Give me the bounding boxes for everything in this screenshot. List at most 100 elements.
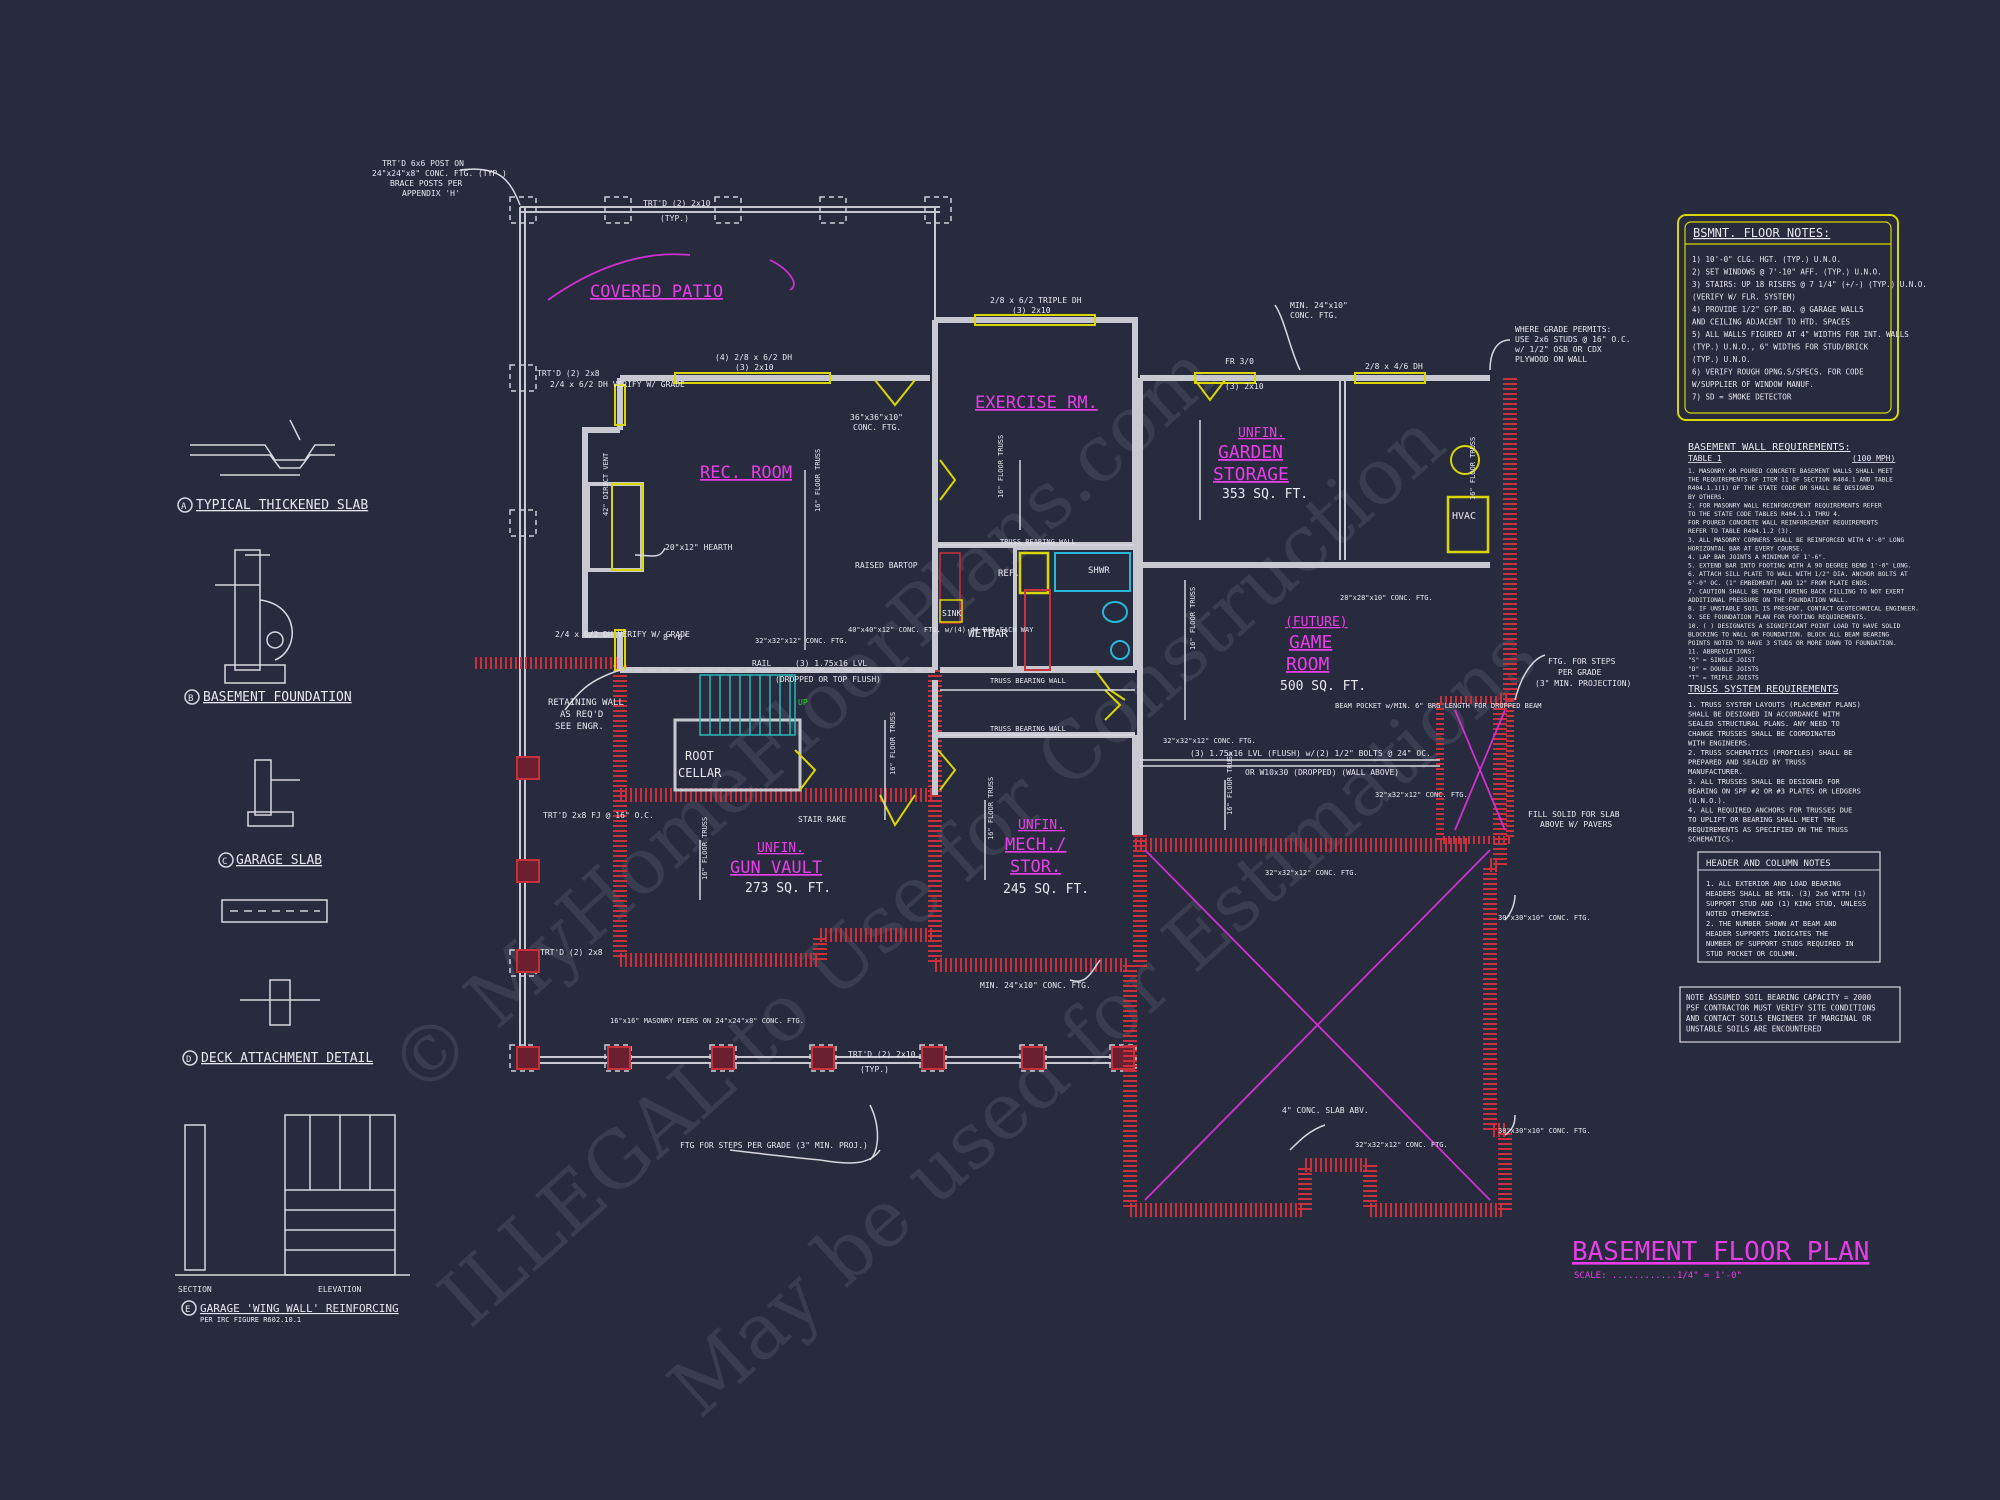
wall-items-line: ADDITIONAL PRESSURE ON THE FOUNDATION WA… <box>1688 597 1848 604</box>
note-typ-top: (TYP.) <box>660 214 689 223</box>
truss-req-items: 1. TRUSS SYSTEM LAYOUTS (PLACEMENT PLANS… <box>1688 701 1861 843</box>
note-fill-a: FILL SOLID FOR SLAB <box>1528 810 1620 819</box>
stairs <box>699 674 796 736</box>
leader-lines <box>459 168 1546 1164</box>
wall-items-line: 7. CAUTION SHALL BE TAKEN DURING BACK FI… <box>1688 588 1904 595</box>
header-items-line: 2. THE NUMBER SHOWN AT BEAM AND <box>1706 920 1837 928</box>
header-items-line: NUMBER OF SUPPORT STUDS REQUIRED IN <box>1706 940 1854 948</box>
note-steps-proj: FTG FOR STEPS PER GRADE (3" MIN. PROJ.) <box>680 1141 868 1150</box>
note-floor-truss-8: 16" FLOOR TRUSS <box>1469 437 1477 500</box>
header-items-line: HEADERS SHALL BE MIN. (3) 2x6 WITH (1) <box>1706 890 1866 898</box>
note-vent: 42" DIRECT VENT <box>602 452 610 516</box>
note-trtd-fj: TRT'D 2x8 FJ @ 16" O.C. <box>543 811 654 820</box>
note-ftg28: 28"x28"x10" CONC. FTG. <box>1340 594 1433 602</box>
truss-items-line: 1. TRUSS SYSTEM LAYOUTS (PLACEMENT PLANS… <box>1688 701 1861 709</box>
room-mech-unfin: UNFIN. <box>1018 818 1065 833</box>
note-garage-c: w/ 1/2" OSB OR CDX <box>1515 345 1602 354</box>
note-up: UP <box>798 698 808 707</box>
notes-items-line: 6) VERIFY ROUGH OPNG.S/SPECS. FOR CODE <box>1692 368 1864 377</box>
notes-items-line: (VERIFY W/ FLR. SYSTEM) <box>1692 293 1796 302</box>
detail-e-letter: E <box>185 1305 190 1315</box>
note-min-ftg-a: MIN. 24"x10" <box>1290 301 1348 310</box>
note-dim-8: 8'-0" <box>663 633 687 642</box>
wall-items-line: FOR POURED CONCRETE WALL REINFORCEMENT R… <box>1688 520 1878 527</box>
notes-items-line: W/SUPPLIER OF WINDOW MANUF. <box>1692 380 1814 389</box>
doors <box>794 379 1226 827</box>
truss-items-line: SHALL BE DESIGNED IN ACCORDANCE WITH <box>1688 711 1840 719</box>
wall-items-line: 9. SEE FOUNDATION PLAN FOR FOOTING REQUI… <box>1688 614 1867 621</box>
room-game: GAME <box>1289 632 1332 653</box>
room-storage: STORAGE <box>1213 464 1289 485</box>
note-beam-bottom: TRT'D (2) 2x10 <box>848 1050 916 1059</box>
room-wetbar: WETBAR <box>968 627 1008 640</box>
header-notes-items: 1. ALL EXTERIOR AND LOAD BEARING HEADERS … <box>1706 880 1866 958</box>
truss-items-line: TO UPLIFT OR BEARING SHALL MEET THE <box>1688 816 1836 824</box>
room-room: ROOM <box>1286 654 1330 675</box>
drawing-scale-text: SCALE: ............1/4" = 1'-0" <box>1574 1271 1742 1281</box>
detail-b-bubble <box>184 689 200 705</box>
note-min-ftg2: MIN. 24"x10" CONC. FTG. <box>980 981 1091 990</box>
annotations: TRT'D 6x6 POST ON 24"x24"x8" CONC. FTG. … <box>372 159 1631 1150</box>
notes-items-line: 5) ALL WALLS FIGURED AT 4" WIDTHS FOR IN… <box>1692 330 1909 339</box>
note-ftg32-1: 32"x32"x12" CONC. FTG. <box>755 637 848 645</box>
room-garden-unfin: UNFIN. <box>1238 426 1285 441</box>
floor-notes-inner <box>1684 221 1892 414</box>
note-dh-verify-2: 2/4 x 6/2 DH VERIFY W/ GRADE <box>555 630 690 639</box>
note-trtd-2x8: TRT'D (2) 2x8 <box>537 369 600 378</box>
watermark: © MyHomeFloorPlans.com ILLEGAL to Use fo… <box>372 327 1554 1434</box>
note-stair-rake: STAIR RAKE <box>798 815 846 824</box>
truss-items-line: CHANGE TRUSSES SHALL BE COORDINATED <box>1688 730 1836 738</box>
truss-items-line: PREPARED AND SEALED BY TRUSS <box>1688 759 1806 767</box>
detail-d-title: DECK ATTACHMENT DETAIL <box>201 1051 373 1066</box>
detail-e-bubble <box>181 1300 197 1316</box>
detail-d-bubble <box>182 1050 198 1066</box>
note-garage-d: PLYWOOD ON WALL <box>1515 355 1587 364</box>
soil-note-items: NOTE ASSUMED SOIL BEARING CAPACITY = 200… <box>1686 993 1876 1034</box>
header-notes-title: HEADER AND COLUMN NOTES <box>1706 859 1831 869</box>
room-covered-patio: COVERED PATIO <box>590 282 723 302</box>
note-lvl: (3) 1.75x16 LVL <box>795 659 867 668</box>
soil-items-line: NOTE ASSUMED SOIL BEARING CAPACITY = 200… <box>1686 993 1872 1002</box>
note-slab: 4" CONC. SLAB ABV. <box>1282 1106 1369 1115</box>
detail-e-title: GARAGE 'WING WALL' REINFORCING <box>200 1302 399 1315</box>
wall-req-title: BASEMENT WALL REQUIREMENTS: <box>1688 442 1851 453</box>
note-truss-bearing-3: TRUSS BEARING WALL <box>990 725 1066 733</box>
note-garage-b: USE 2x6 STUDS @ 16" O.C. <box>1515 335 1631 344</box>
note-triple-b: (3) 2x10 <box>1012 306 1051 315</box>
detail-c-bubble <box>218 852 234 868</box>
wall-items-line: BLOCKING TO WALL OR FOUNDATION. BLOCK AL… <box>1688 631 1889 638</box>
wall-req-mph: (100 MPH) <box>1852 454 1895 463</box>
note-ftg32-5: 32"x32"x12" CONC. FTG. <box>1163 737 1256 745</box>
note-retaining-a: RETAINING WALL <box>548 698 624 708</box>
note-ftg30-1: 30"x30"x10" CONC. FTG. <box>1498 914 1591 922</box>
notes-items-line: 3) STAIRS: UP 18 RISERS @ 7 1/4" (+/-) (… <box>1692 280 1927 289</box>
note-raised: RAISED BARTOP <box>855 561 918 570</box>
drawing-title: BASEMENT FLOOR PLAN SCALE: ............1… <box>1572 1237 1869 1281</box>
truss-items-line: 2. TRUSS SCHEMATICS (PROFILES) SHALL BE <box>1688 749 1852 757</box>
wall-items-line: HORIZONTAL BAR AT EVERY COURSE. <box>1688 545 1803 552</box>
notes-items-line: 1) 10'-0" CLG. HGT. (TYP.) U.N.O. <box>1692 255 1841 264</box>
wall-items-line: 3. ALL MASONRY CORNERS SHALL BE REINFORC… <box>1688 537 1904 544</box>
wall-items-line: 2. FOR MASONRY WALL REINFORCEMENT REQUIR… <box>1688 502 1882 509</box>
room-rec: REC. ROOM <box>700 463 792 483</box>
header-items-line: STUD POCKET OR COLUMN. <box>1706 950 1799 958</box>
wall-items-line: 1. MASONRY OR POURED CONCRETE BASEMENT W… <box>1688 468 1893 475</box>
soil-note: NOTE ASSUMED SOIL BEARING CAPACITY = 200… <box>1679 986 1901 1043</box>
notes-items-line: (TYP.) U.N.O. <box>1692 355 1751 364</box>
truss-items-line: WITH ENGINEERS. <box>1688 739 1751 747</box>
room-ref: REF. <box>998 569 1020 579</box>
note-dh-b: (3) 2x10 <box>735 363 774 372</box>
note-fr-b: (3) 2x10 <box>1225 382 1264 391</box>
note-floor-truss-6: 16" FLOOR TRUSS <box>701 817 709 880</box>
soil-items-line: PSF CONTRACTOR MUST VERIFY SITE CONDITIO… <box>1686 1004 1876 1013</box>
room-game-future: (FUTURE) <box>1285 615 1348 630</box>
wall-items-line: "D" = DOUBLE JOISTS <box>1688 666 1759 673</box>
soil-items-line: UNSTABLE SOILS ARE ENCOUNTERED <box>1686 1025 1822 1034</box>
room-cellar: CELLAR <box>678 766 722 780</box>
note-beam-top: TRT'D (2) 2x10 <box>643 199 711 208</box>
note-truss-bearing-2: TRUSS BEARING WALL <box>990 677 1066 685</box>
note-ftg32-4: 32"x32"x12" CONC. FTG. <box>1265 869 1358 877</box>
room-game-area: 500 SQ. FT. <box>1280 679 1366 694</box>
note-retaining-b: AS REQ'D <box>560 710 603 720</box>
header-items-line: 1. ALL EXTERIOR AND LOAD BEARING <box>1706 880 1841 888</box>
